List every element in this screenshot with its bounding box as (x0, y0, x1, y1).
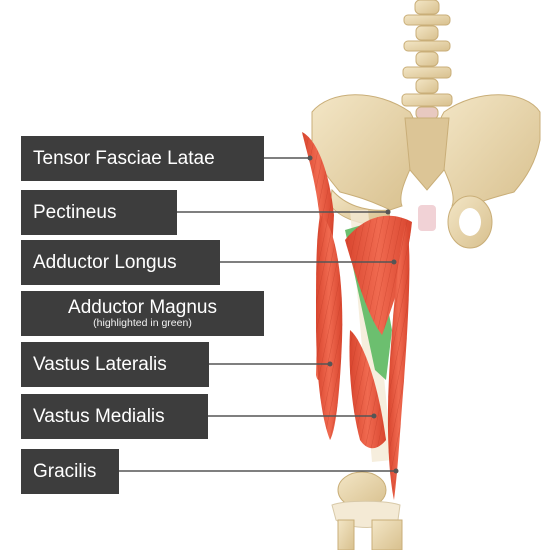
pelvis (311, 94, 541, 249)
label-text: Gracilis (33, 460, 97, 482)
spine (401, 0, 453, 120)
label-text: Adductor Longus (33, 251, 177, 273)
leader-dots (307, 155, 399, 474)
thigh-muscles (302, 132, 412, 500)
label-text: Pectineus (33, 201, 117, 223)
label-adductor-magnus: Adductor Magnus (highlighted in green) (21, 291, 264, 336)
label-vastus-medialis: Vastus Medialis (21, 394, 208, 439)
label-pectineus: Pectineus (21, 190, 177, 235)
label-vastus-lateralis: Vastus Lateralis (21, 342, 209, 387)
label-text: Tensor Fasciae Latae (33, 147, 215, 169)
label-text: Vastus Medialis (33, 405, 165, 427)
label-tensor-fasciae-latae: Tensor Fasciae Latae (21, 136, 264, 181)
label-adductor-longus: Adductor Longus (21, 240, 220, 285)
leader-lines (119, 157, 396, 472)
label-text: Vastus Lateralis (33, 353, 167, 375)
label-text: Adductor Magnus (68, 297, 217, 318)
label-note: (highlighted in green) (93, 317, 192, 329)
label-gracilis: Gracilis (21, 449, 119, 494)
knee-and-tibia (331, 471, 403, 551)
